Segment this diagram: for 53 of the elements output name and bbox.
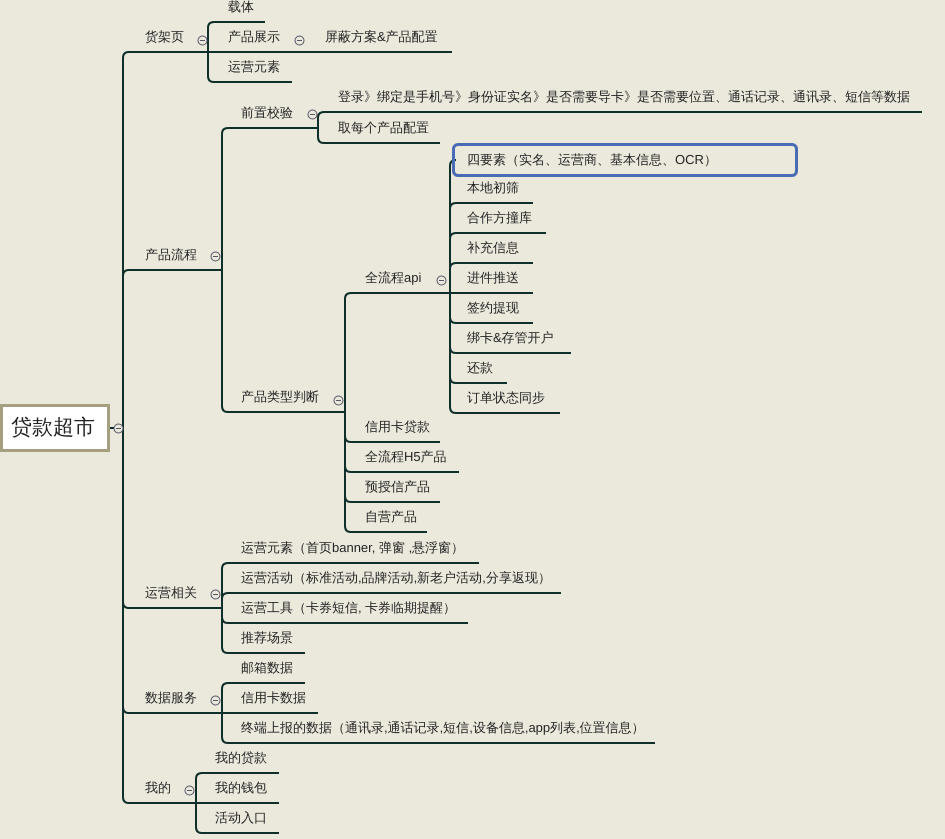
topic-label: 还款 [456, 354, 507, 384]
topic-label: 产品展示 [214, 23, 310, 53]
topic-label: 预授信产品 [351, 473, 440, 503]
topic-label: 补充信息 [456, 234, 533, 264]
topic-label: 活动入口 [202, 804, 279, 834]
topic-label: 屏蔽方案&产品配置 [316, 23, 452, 53]
topic-label: 产品流程 [129, 241, 222, 271]
connector-line [310, 51, 316, 53]
connector-line [449, 262, 457, 294]
topic-label: 货架页 [129, 23, 208, 53]
topic-label: 运营工具（卡券短信, 卡券临期提醒） [228, 594, 468, 624]
topic-label: 信用卡数据 [228, 684, 318, 714]
topic-label: 推荐场景 [228, 624, 305, 654]
central-topic: 贷款超市 [0, 404, 110, 452]
topic-label: 签约提现 [456, 294, 533, 324]
connector-line [221, 592, 229, 609]
topic-label: 取每个产品配置 [324, 114, 440, 144]
topic-label: 前置校验 [228, 99, 318, 129]
topic-label: 订单状态同步 [456, 384, 560, 414]
topic-label: 进件推送 [456, 264, 533, 294]
topic-label: 数据服务 [129, 684, 222, 714]
connector-line [221, 682, 229, 714]
connector-line [196, 802, 202, 804]
topic-label: 绑卡&存管开户 [456, 324, 571, 354]
connector-line [222, 712, 228, 714]
topic-label: 我的 [129, 774, 196, 804]
connector-line [317, 111, 325, 129]
connector-line [208, 51, 214, 53]
connector-line [221, 712, 229, 744]
topic-label: 合作方撞库 [456, 204, 546, 234]
topic-label: 信用卡贷款 [351, 413, 440, 443]
connector-line [195, 772, 203, 804]
highlighted-topic: 四要素（实名、运营商、基本信息、OCR） [452, 143, 798, 177]
topic-label: 产品类型判断 [228, 383, 345, 413]
topic-label: 载体 [214, 0, 265, 23]
topic-label: 运营相关 [129, 579, 222, 609]
topic-label: 邮箱数据 [228, 654, 305, 684]
connector-line [207, 51, 215, 83]
topic-label: 运营元素（首页banner, 弹窗 ,悬浮窗） [228, 534, 479, 564]
topic-label: 全流程api [351, 264, 450, 294]
topic-label: 运营元素 [214, 53, 292, 83]
connector-line [450, 292, 456, 294]
topic-label: 自营产品 [351, 503, 427, 533]
connector-line [317, 127, 325, 144]
topic-label: 我的贷款 [202, 744, 279, 774]
topic-label: 运营活动（标准活动,品牌活动,新老户活动,分享返现） [228, 564, 561, 594]
topic-label: 本地初筛 [456, 174, 533, 204]
topic-label: 全流程H5产品 [351, 443, 459, 473]
topic-label: 登录》绑定是手机号》身份证实名》是否需要导卡》是否需要位置、通话记录、通讯录、短信等数据 [324, 83, 922, 113]
topic-label: 我的钱包 [202, 774, 279, 804]
connector-line [195, 802, 203, 834]
connector-line [207, 21, 215, 53]
topic-label: 终端上报的数据（通讯录,通话记录,短信,设备信息,app列表,位置信息） [228, 714, 655, 744]
